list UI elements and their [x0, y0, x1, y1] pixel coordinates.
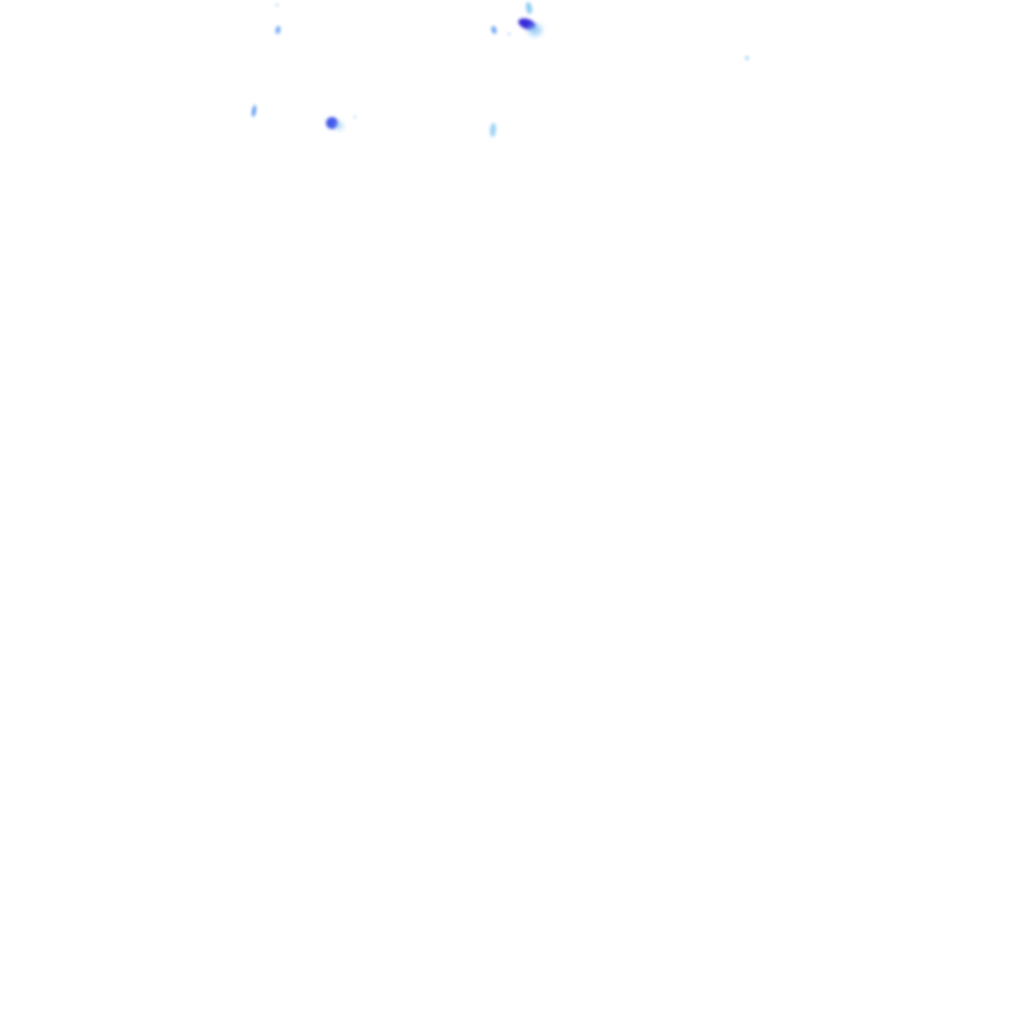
- precipitation-cell: [335, 122, 343, 130]
- precipitation-cell: [525, 2, 533, 14]
- precipitation-cell: [745, 56, 749, 60]
- precipitation-cell: [489, 123, 497, 137]
- precipitation-cell: [353, 115, 357, 119]
- precipitation-cell: [275, 26, 281, 34]
- precipitation-cell: [275, 3, 279, 7]
- precipitation-cell: [507, 32, 511, 36]
- precipitation-cell: [491, 26, 497, 34]
- precipitation-cell: [528, 24, 542, 36]
- precipitation-cell: [251, 105, 257, 117]
